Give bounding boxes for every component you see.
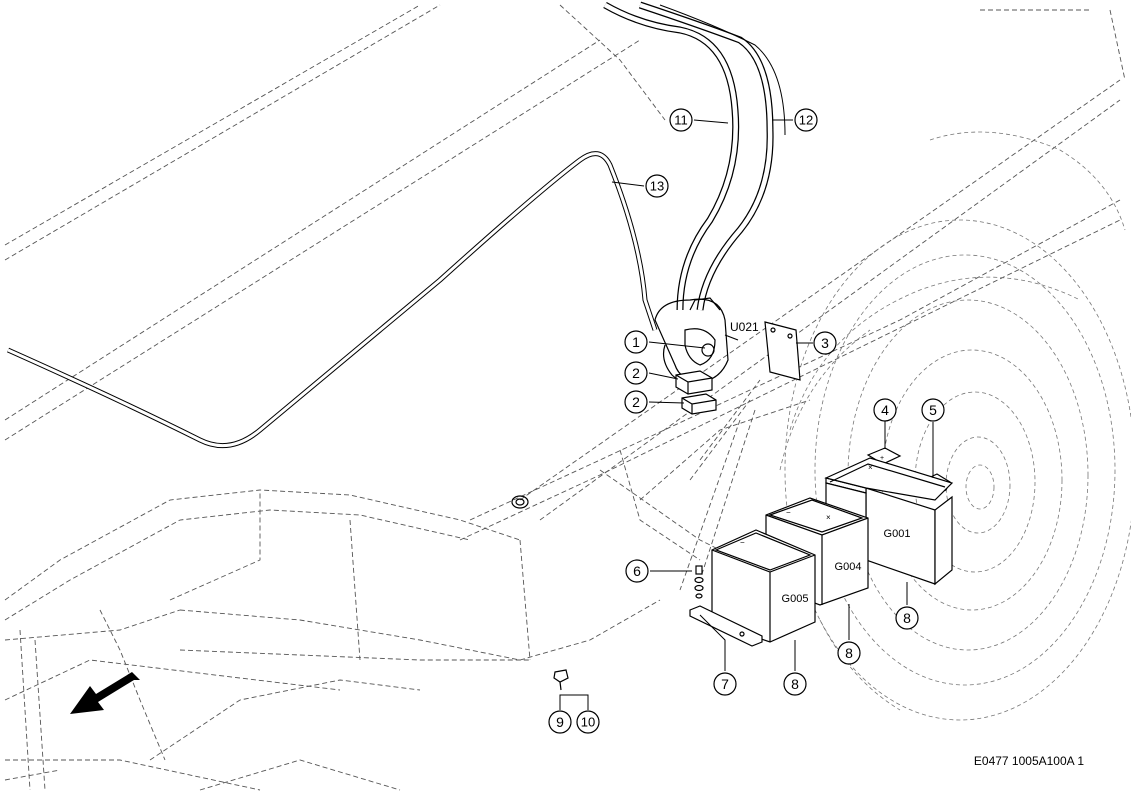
svg-text:8: 8 <box>845 645 853 661</box>
svg-text:8: 8 <box>791 676 799 692</box>
svg-text:10: 10 <box>581 715 595 730</box>
svg-text:−: − <box>786 508 791 517</box>
drawing-reference: E0477 1005A100A 1 <box>974 754 1084 768</box>
battery-cable-12 <box>638 1 786 311</box>
callout-6: 6 <box>625 559 649 583</box>
machine-body-outline <box>4 4 1126 791</box>
svg-text:12: 12 <box>799 113 813 128</box>
body-grommet <box>511 495 529 509</box>
callout-3: 3 <box>813 331 837 355</box>
callout-5: 5 <box>921 398 945 422</box>
callout-2-upper: 2 <box>624 361 648 385</box>
callout-9: 9 <box>548 710 572 734</box>
battery-label-g005: G005 <box>782 593 809 605</box>
svg-text:−: − <box>740 538 745 547</box>
svg-text:4: 4 <box>881 402 889 418</box>
callout-4: 4 <box>873 398 897 422</box>
svg-text:1: 1 <box>632 334 640 350</box>
rear-wheel-outline <box>779 131 1131 721</box>
connector-2-lower <box>681 393 717 415</box>
svg-text:8: 8 <box>903 610 911 626</box>
forward-arrow-icon <box>70 672 140 714</box>
battery-label-g004: G004 <box>835 561 862 573</box>
svg-text:7: 7 <box>721 676 729 692</box>
ground-cable-13 <box>6 151 658 449</box>
svg-text:×: × <box>868 463 873 472</box>
svg-text:9: 9 <box>556 714 564 730</box>
svg-text:6: 6 <box>633 563 641 579</box>
callout-8-g005: 8 <box>783 672 807 696</box>
battery-label-g001: G001 <box>884 528 911 540</box>
battery-tray-bracket-7 <box>689 605 763 647</box>
callout-1: 1 <box>624 330 648 354</box>
callout-8-g004: 8 <box>837 641 861 665</box>
svg-text:3: 3 <box>821 335 829 351</box>
connector-2-upper <box>675 370 713 395</box>
callout-12: 12 <box>794 108 818 132</box>
battery-g005: − G005 <box>711 529 816 643</box>
svg-text:11: 11 <box>674 113 688 128</box>
callout-13: 13 <box>645 174 669 198</box>
callout-11: 11 <box>669 108 693 132</box>
component-label-u021: U021 <box>730 320 759 334</box>
screw-set-6 <box>694 565 704 599</box>
mounting-bracket-3 <box>764 321 801 381</box>
svg-text:+: + <box>880 455 884 462</box>
battery-cable-11 <box>603 1 740 311</box>
svg-text:5: 5 <box>929 402 937 418</box>
callout-7: 7 <box>713 672 737 696</box>
svg-text:13: 13 <box>650 179 664 194</box>
callout-10: 10 <box>576 710 600 734</box>
svg-text:2: 2 <box>632 394 640 410</box>
callout-8-g001: 8 <box>895 606 919 630</box>
leader-lines <box>559 119 934 710</box>
callout-2-lower: 2 <box>624 390 648 414</box>
svg-text:2: 2 <box>632 365 640 381</box>
fastener-9-10 <box>553 669 569 691</box>
svg-text:×: × <box>826 513 831 522</box>
